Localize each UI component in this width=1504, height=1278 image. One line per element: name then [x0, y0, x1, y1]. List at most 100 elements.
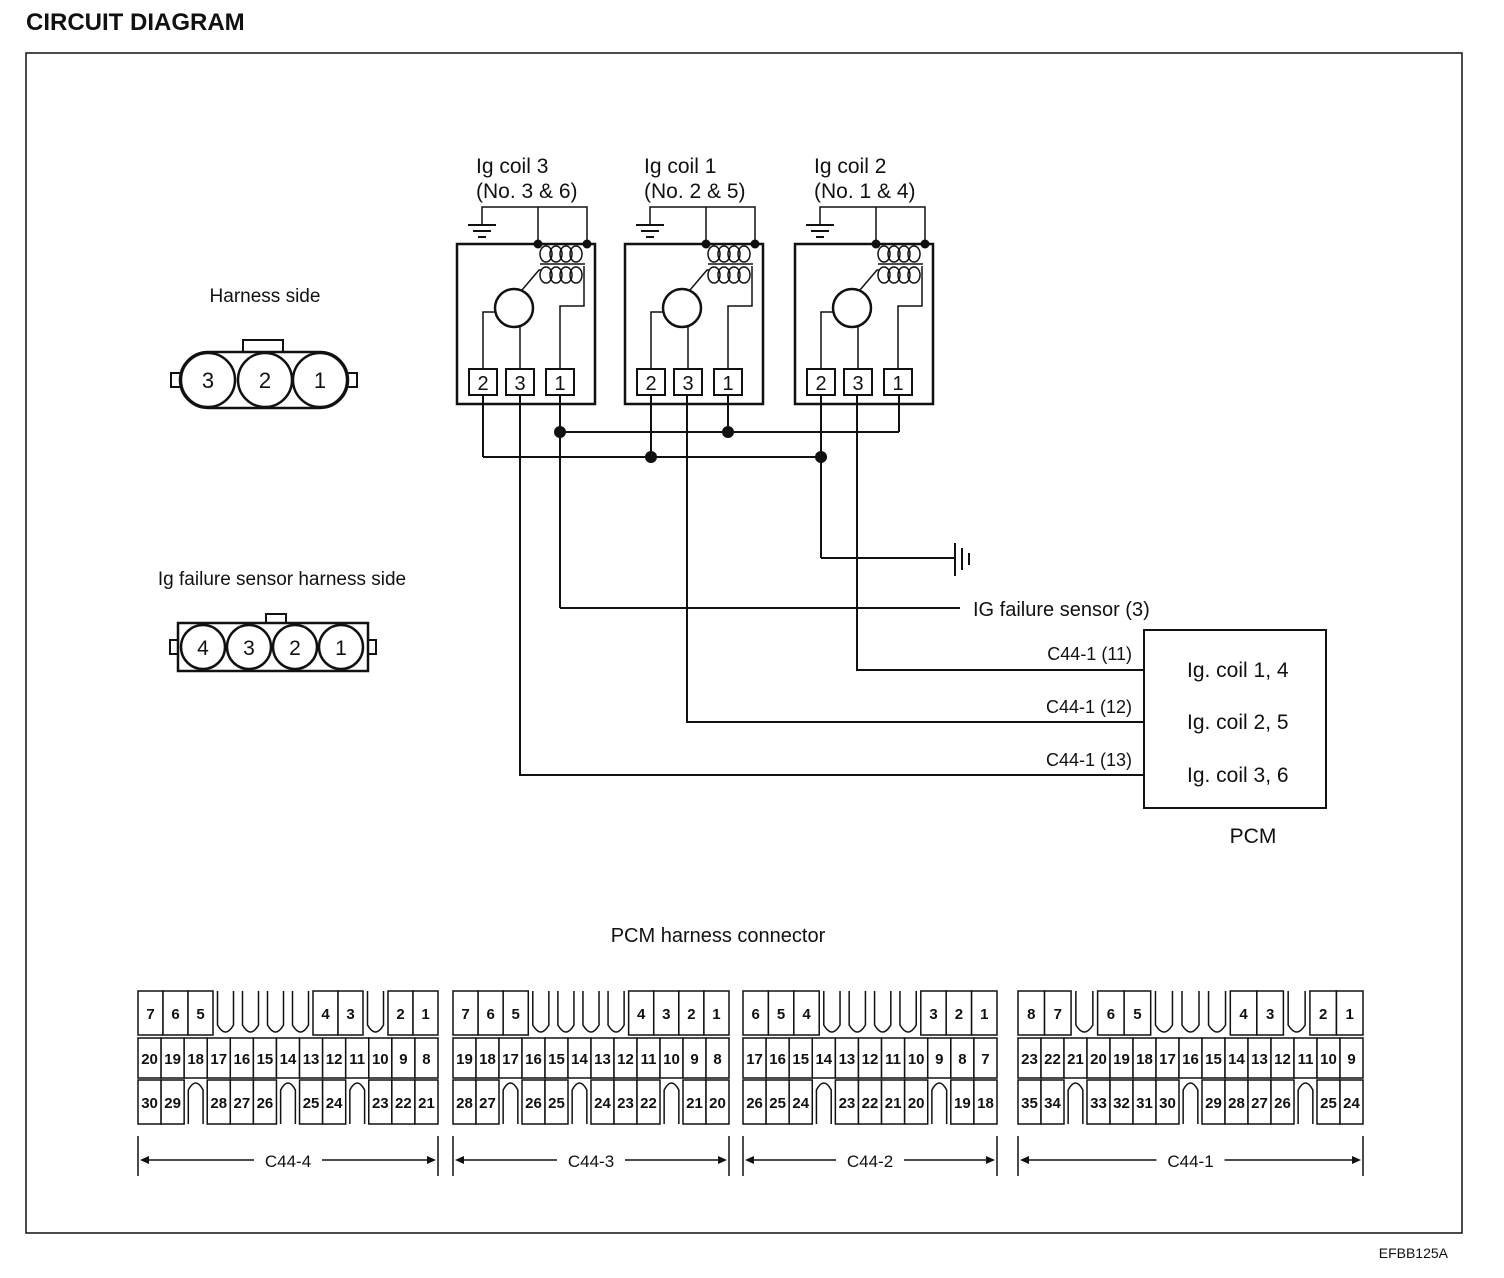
connector-block-label: C44-1	[1167, 1152, 1213, 1171]
connector-pin-number: 33	[1090, 1095, 1107, 1112]
connector-cell	[678, 990, 705, 1036]
connector-cell	[742, 990, 770, 1036]
connector-pin-number: 5	[196, 1006, 204, 1023]
connector-pin-number: 16	[1182, 1051, 1199, 1068]
connector-pin-label: 3	[243, 637, 255, 660]
coil-terminal-dot	[920, 239, 930, 249]
connector-cell	[970, 990, 998, 1036]
coil-cylinders: (No. 3 & 6)	[476, 180, 578, 203]
pcm-harness-connector-label: PCM harness connector	[611, 925, 826, 947]
connector-pin-number: 14	[571, 1051, 588, 1068]
connector-cell	[920, 990, 947, 1036]
harness-side-connector: 3 2 1	[170, 339, 358, 410]
ground-icon	[806, 224, 834, 238]
connector-pin-number: 1	[1346, 1006, 1354, 1023]
connector-pin-number: 34	[1044, 1095, 1061, 1112]
coil-pin	[545, 368, 575, 396]
connector-key-slot	[582, 991, 600, 1033]
coil-ground-lead	[481, 206, 588, 244]
connector-pin-number: 4	[637, 1006, 646, 1023]
connector-pin-number: 19	[456, 1051, 473, 1068]
diagram-frame	[25, 52, 1463, 1234]
connector-pin-number: 23	[617, 1095, 634, 1112]
junction-dot	[722, 426, 734, 438]
arrow-left-icon	[1020, 1156, 1029, 1164]
pcm-wire-label: C44-1 (11)	[1047, 644, 1132, 664]
connector-pin-number: 21	[1067, 1051, 1084, 1068]
coil-winding-icon	[877, 245, 923, 284]
connector-key-slot	[279, 1082, 297, 1124]
connector-cell	[1339, 1037, 1364, 1079]
junction-dot	[554, 426, 566, 438]
connector-pin-number: 22	[640, 1095, 657, 1112]
connector-pin-number: 25	[1320, 1095, 1337, 1112]
connector-pin-number: 29	[164, 1095, 181, 1112]
figure-code: EFBB125A	[1379, 1245, 1449, 1261]
connector-cell	[414, 1037, 439, 1079]
connector-key-slot	[663, 1082, 680, 1124]
connector-cell	[652, 990, 680, 1036]
coil-cylinders: (No. 2 & 5)	[644, 180, 746, 203]
coil-internal-wire	[482, 311, 497, 370]
coil-internal-wire	[897, 266, 923, 370]
connector-pin-number: 7	[981, 1051, 989, 1068]
connector-cell	[187, 990, 214, 1036]
connector-pin-number: 26	[257, 1095, 274, 1112]
connector-pin-number: 12	[1274, 1051, 1291, 1068]
coil-pin-label: 3	[514, 373, 525, 395]
connector-cell	[1256, 990, 1285, 1036]
connector-cell	[705, 1079, 730, 1125]
coil-internal-wire	[650, 311, 665, 370]
connector-cell	[312, 990, 339, 1036]
connector-cell	[703, 990, 730, 1036]
connector-pin-number: 18	[977, 1095, 994, 1112]
connector-pin-number: 2	[687, 1006, 695, 1023]
connector-cell	[1043, 990, 1072, 1036]
connector-cell	[162, 990, 189, 1036]
junction-dot	[645, 451, 657, 463]
connector-pin-number: 25	[303, 1095, 320, 1112]
connector-pin	[179, 351, 237, 409]
connector-pin-number: 21	[885, 1095, 902, 1112]
connector-pin-number: 15	[792, 1051, 809, 1068]
connector-pin-number: 6	[171, 1006, 179, 1023]
connector-pin-number: 35	[1021, 1095, 1038, 1112]
connector-pin-number: 22	[1044, 1051, 1061, 1068]
connector-pin-number: 18	[479, 1051, 496, 1068]
connector-pin-number: 32	[1113, 1095, 1130, 1112]
connector-cell	[412, 990, 439, 1036]
connector-pin-number: 1	[421, 1006, 429, 1023]
connector-key-slot	[823, 991, 841, 1033]
connector-pin-number: 11	[1298, 1051, 1314, 1068]
coil-pin	[713, 368, 743, 396]
coil-pin-label: 2	[815, 373, 826, 395]
connector-pin-number: 19	[954, 1095, 971, 1112]
connector-pin-number: 20	[908, 1095, 925, 1112]
coil-internal-wire	[521, 269, 542, 291]
connector-pin-number: 20	[1090, 1051, 1107, 1068]
connector-pin-number: 1	[980, 1006, 988, 1023]
connector-pin	[271, 623, 319, 671]
pcm-terminal-label: Ig. coil 3, 6	[1187, 764, 1289, 787]
connector-pin-number: 13	[594, 1051, 611, 1068]
connector-pin-number: 9	[1347, 1051, 1355, 1068]
connector-pin-number: 23	[372, 1095, 389, 1112]
connector-pin-number: 26	[525, 1095, 542, 1112]
connector-cell	[337, 990, 364, 1036]
arrow-left-icon	[455, 1156, 464, 1164]
ig-failure-sensor-connector: 4 3 2 1	[169, 613, 377, 673]
connector-pin-number: 23	[839, 1095, 856, 1112]
wire-pcm-coil-1-4	[856, 395, 1177, 671]
coil-name: Ig coil 1	[644, 155, 716, 178]
connector-pin-number: 26	[746, 1095, 763, 1112]
connector-pin-number: 28	[1228, 1095, 1245, 1112]
coil-terminal-dot	[871, 239, 881, 249]
connector-pin-number: 14	[280, 1051, 297, 1068]
ig-failure-sensor-harness-label: Ig failure sensor harness side	[158, 569, 406, 590]
connector-pin-number: 9	[935, 1051, 943, 1068]
pcm-box	[1143, 629, 1327, 809]
connector-pin-number: 7	[146, 1006, 154, 1023]
coil-internal-wire	[559, 266, 585, 370]
connector-cell	[903, 1079, 929, 1125]
